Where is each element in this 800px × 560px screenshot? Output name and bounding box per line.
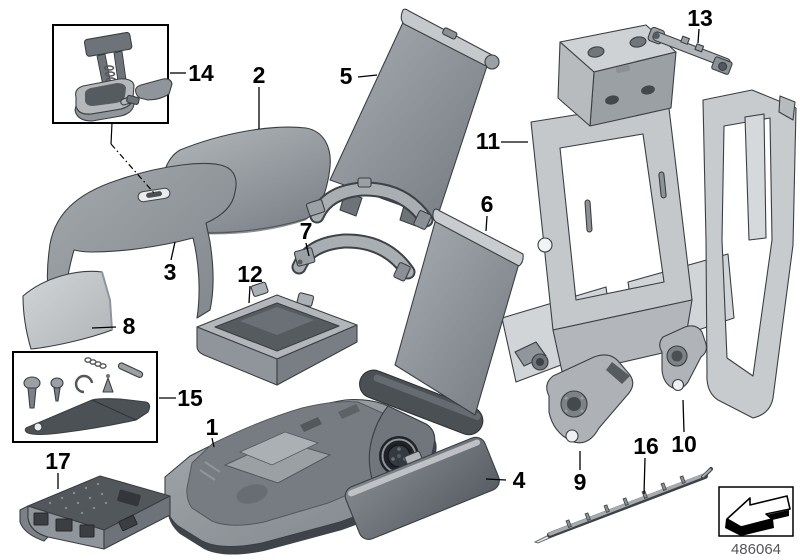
leader-line-8 [91,326,117,329]
leader-line-6 [485,215,488,232]
callout-12[interactable]: 12 [237,261,263,287]
part-9-pivot-bracket [546,354,634,444]
callout-17[interactable]: 17 [45,448,71,474]
part-17-control-module [19,475,171,550]
leader-line-5 [357,74,378,78]
leader-line-3 [170,241,176,261]
leader-line-1 [211,437,215,448]
part-4-side-trim-panel [344,436,500,540]
leader-line-13 [697,28,700,44]
callout-9[interactable]: 9 [574,469,587,495]
callout-5[interactable]: 5 [340,63,353,89]
leader-line-10 [682,399,685,433]
mount-reference-line [110,122,113,145]
diagram-number: 486064 [731,541,781,558]
callout-13[interactable]: 13 [687,5,713,31]
callout-14[interactable]: 14 [188,60,214,86]
part-8-trim-cover [22,270,113,350]
callout-7[interactable]: 7 [300,218,313,244]
part-7-clamp-brackets [291,177,434,282]
callout-15[interactable]: 15 [177,385,203,411]
leader-line-4 [485,478,507,481]
part-12-storage-tray [196,281,358,386]
callout-1[interactable]: 1 [206,414,219,440]
callout-6[interactable]: 6 [481,191,494,217]
part-11-seat-frame-left [514,24,693,377]
part-6-rear-panel-lower [359,208,524,436]
callout-3[interactable]: 3 [164,259,177,285]
leader-line-16 [643,457,646,495]
part-16-trim-strip [533,467,713,544]
leader-line-7 [305,242,310,257]
part-10-seat-frame-right [659,89,797,419]
callout-10[interactable]: 10 [671,431,697,457]
part-3-armrest-cover [46,162,237,327]
direction-of-travel-arrow-icon [725,495,791,536]
part-14-hardware-kit-box [52,24,173,124]
part-15-repair-kit-box [12,351,158,443]
part-13-cross-bracket [647,26,733,75]
callout-2[interactable]: 2 [253,62,266,88]
callout-8[interactable]: 8 [123,313,136,339]
mount-reference-line-dashed [110,143,155,194]
direction-of-travel-legend [718,486,794,537]
callout-16[interactable]: 16 [633,433,659,459]
callout-4[interactable]: 4 [513,467,526,493]
callout-11[interactable]: 11 [476,128,501,154]
leader-line-12 [248,285,251,304]
